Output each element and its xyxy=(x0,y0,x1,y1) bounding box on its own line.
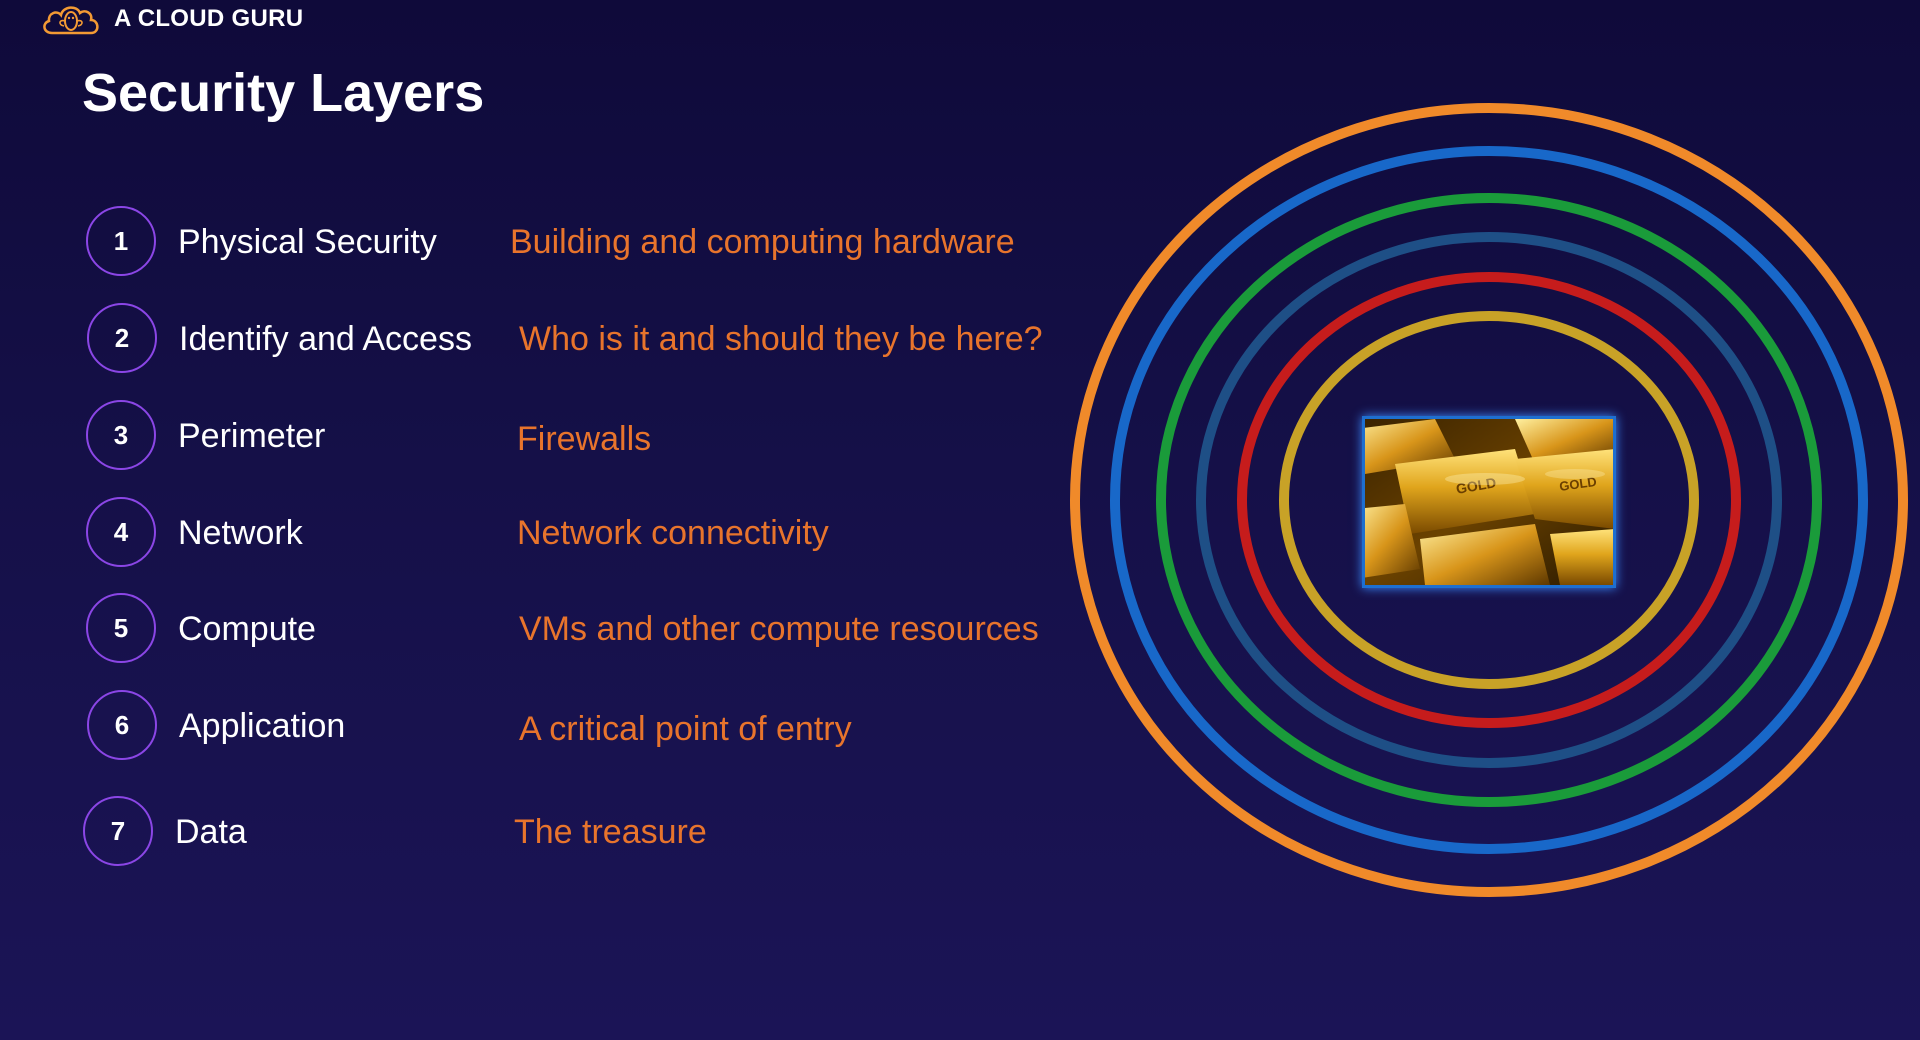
layer-name: Identify and Access xyxy=(179,320,472,358)
layer-name: Network xyxy=(178,514,303,552)
layer-description: The treasure xyxy=(514,813,707,851)
layer-number-badge: 1 xyxy=(86,206,156,276)
layer-name: Perimeter xyxy=(178,417,326,455)
security-rings-diagram xyxy=(1070,103,1908,897)
layer-number-badge: 4 xyxy=(86,497,156,567)
layer-number-badge: 2 xyxy=(87,303,157,373)
brand-name: A CLOUD GURU xyxy=(114,5,304,32)
layer-number-badge: 3 xyxy=(86,400,156,470)
ring-identity-access xyxy=(1110,146,1868,854)
gold-bars-picture: GOLD GOLD xyxy=(1365,419,1613,585)
ring-perimeter xyxy=(1156,193,1822,807)
ring-compute xyxy=(1237,272,1741,728)
brand-header: A CLOUD GURU xyxy=(40,0,303,38)
gold-bars-image: GOLD GOLD xyxy=(1362,416,1616,588)
layer-number-badge: 5 xyxy=(86,593,156,663)
gold-bar-text: GOLD xyxy=(1455,474,1498,497)
ring-physical-security xyxy=(1070,103,1908,897)
layer-name: Compute xyxy=(178,610,316,648)
layer-description: A critical point of entry xyxy=(519,710,852,748)
gold-bar-text: GOLD xyxy=(1558,474,1597,494)
layer-name: Physical Security xyxy=(178,223,437,261)
layer-name: Data xyxy=(175,813,247,851)
layer-name: Application xyxy=(179,707,346,745)
layer-description: Building and computing hardware xyxy=(510,223,1015,261)
ring-application xyxy=(1279,311,1699,689)
layer-description: Who is it and should they be here? xyxy=(519,320,1043,358)
cloud-logo-icon xyxy=(43,6,99,35)
layer-number-badge: 7 xyxy=(83,796,153,866)
layer-description: VMs and other compute resources xyxy=(519,610,1039,648)
page-title: Security Layers xyxy=(82,63,485,123)
layer-description: Firewalls xyxy=(517,420,652,458)
layer-description: Network connectivity xyxy=(517,514,829,552)
ring-network xyxy=(1196,232,1782,768)
layer-number-badge: 6 xyxy=(87,690,157,760)
